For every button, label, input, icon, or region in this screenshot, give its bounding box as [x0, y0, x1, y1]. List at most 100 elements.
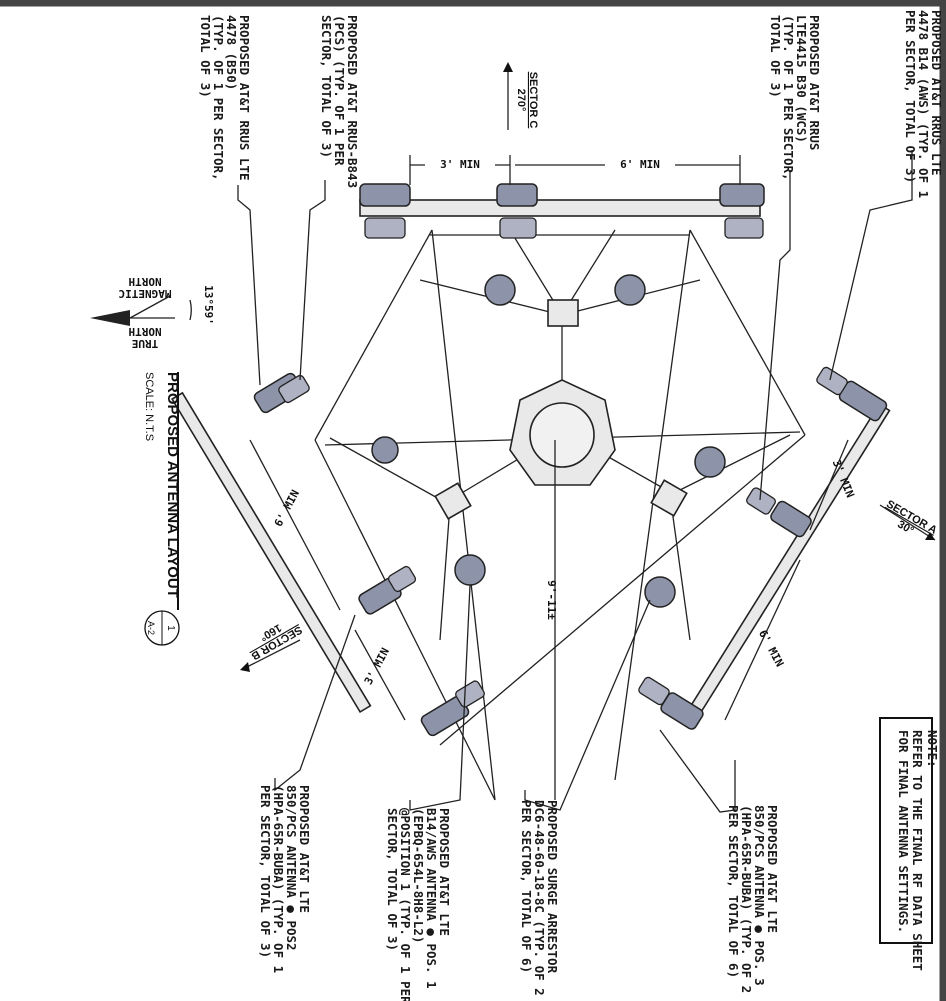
callout-line: DC6-48-60-18-8C (TYP. OF 2: [532, 800, 547, 996]
sector-b-arrow: [244, 639, 301, 669]
callout-line: (HPA-65R-BUBA) (TYP. OF 2: [739, 805, 754, 993]
callout-line: @POSITION 1 (TYP. OF 1 PER: [398, 808, 413, 1001]
callout-line: PER SECTOR, TOTAL OF 3): [903, 10, 918, 183]
antenna-a-2: [770, 500, 812, 538]
callout-line: PROPOSED AT&T LTE: [297, 785, 312, 913]
leader-surge: [524, 599, 651, 811]
rrus-b-2: [387, 565, 417, 593]
brace: [689, 229, 806, 436]
magnetic-north-line1: MAGNETIC: [119, 287, 172, 300]
rrus-c-2: [499, 217, 537, 239]
callout-line: B14/AWS ANTENNA ● POS. 1: [424, 808, 439, 989]
rrus-a-3: [638, 676, 670, 706]
callout-line: PER SECTOR, TOTAL OF 6): [519, 800, 534, 973]
leaders: [237, 150, 913, 813]
drawing-scale: SCALE: N.T.S: [143, 372, 155, 441]
callout-line: PER SECTOR, TOTAL OF 6): [726, 805, 741, 978]
magnetic-north-line: [129, 295, 171, 319]
true-north-line1: TRUE: [132, 337, 159, 350]
dimensions: 3' MIN 6' MIN 3' MIN 6' MIN 6' MIN 3' MI…: [249, 155, 857, 800]
callout-line: (TYP. OF 1 PER SECTOR,: [211, 15, 226, 181]
brace: [314, 229, 433, 441]
magnetic-north-line2: NORTH: [128, 275, 161, 288]
callout-antenna-pos1: PROPOSED AT&T LTE B14/AWS ANTENNA ● POS.…: [385, 808, 452, 1001]
sector-a-arrowhead: [925, 532, 935, 540]
callout-line: (EPBQ-654L-8H8-L2): [411, 808, 426, 943]
callout-line: SECTOR, TOTAL OF 3): [319, 15, 334, 158]
dim-c-3min: 3' MIN: [440, 158, 480, 171]
sector-c-name: SECTOR C: [527, 72, 539, 129]
note-line-1: REFER TO THE FINAL RF DATA SHEET: [910, 730, 925, 971]
callout-line: PROPOSED AT&T RRUS LTE: [237, 15, 252, 181]
callout-antenna-pos2: PROPOSED AT&T LTE 850/PCS ANTENNA ● POS2…: [258, 785, 312, 973]
brace: [614, 229, 691, 781]
antenna-c-3: [719, 183, 765, 207]
callout-line: 4478 (B50): [224, 15, 239, 90]
arm-b-down: [439, 504, 451, 641]
dim-a-6min: 6' MIN: [756, 628, 786, 669]
dim-label-bg: [605, 157, 675, 171]
antenna-c-1: [359, 183, 411, 207]
leader-rrus-lte4415: [759, 170, 791, 501]
arm-b-left: [329, 437, 451, 506]
callout-antenna-pos3: PROPOSED AT&T LTE 850/PCS ANTENNA ● POS.…: [726, 805, 780, 993]
callout-line: (TYP. OF 1 PER SECTOR,: [781, 15, 796, 181]
callout-line: PROPOSED AT&T RRUS-B843: [345, 15, 360, 188]
surge-arrestor: [371, 436, 399, 464]
surge-arrestor: [454, 554, 486, 586]
sector-a-arrow: [879, 504, 936, 541]
antennas: [253, 183, 888, 737]
callout-line: TOTAL OF 3): [768, 15, 783, 98]
callout-line: TOTAL OF 3): [198, 15, 213, 98]
surge-arrestor: [644, 576, 676, 608]
surge-arrestor: [484, 274, 516, 306]
callout-line: PROPOSED SURGE ARRESTOR: [545, 800, 560, 974]
callout-line: 850/PCS ANTENNA ● POS2: [284, 785, 299, 951]
note-heading: NOTE:: [925, 730, 940, 768]
note-box: NOTE: REFER TO THE FINAL RF DATA SHEET F…: [879, 717, 940, 971]
callout-rrus-4478-b14: PROPOSED AT&T RRUS LTE 4478 B14 (AWS) (T…: [903, 10, 944, 198]
mount-plate-c: [547, 299, 579, 327]
callout-line: (PCS) (TYP. OF 1 PER: [332, 15, 347, 166]
brace: [431, 229, 496, 801]
dim-line: [724, 559, 801, 721]
arm-a: [604, 454, 671, 493]
detail-number: 1: [165, 625, 176, 631]
callout-line: 4478 B14 (AWS) (TYP. OF 1: [916, 10, 931, 198]
drawing-title: PROPOSED ANTENNA LAYOUT: [164, 372, 181, 598]
mount-plate-b: [434, 482, 472, 520]
sector-c-arrowhead: [503, 62, 513, 72]
arm-a-down: [669, 494, 691, 641]
leader-antenna-pos2: [274, 614, 356, 792]
declination-angle: 13°59': [202, 285, 215, 325]
north-arrow: 13°59' MAGNETIC NORTH TRUE NORTH: [90, 275, 215, 350]
dim-diameter: 9'-11±: [545, 580, 558, 620]
antenna-c-2: [496, 183, 538, 207]
surge-arrestor: [614, 274, 646, 306]
callout-surge: PROPOSED SURGE ARRESTOR DC6-48-60-18-8C …: [519, 800, 560, 996]
brace: [439, 434, 806, 746]
mount-plate-a: [650, 479, 688, 517]
arm-a-right: [669, 434, 791, 496]
sector-c-label: SECTOR C 270°: [515, 72, 539, 129]
true-north-arrowhead: [90, 310, 130, 326]
sector-b-label: SECTOR B 160°: [249, 621, 304, 662]
callout-line: PER SECTOR, TOTAL OF 3): [258, 785, 273, 958]
dim-b-3min: 3' MIN: [362, 646, 392, 687]
dim-line: [354, 629, 406, 721]
callout-line: PROPOSED AT&T RRUS: [807, 15, 822, 150]
callout-line: PROPOSED AT&T LTE: [437, 808, 452, 936]
leader-rrus-b843: [299, 180, 326, 381]
leader-antenna-pos3: [659, 729, 736, 813]
title-block: PROPOSED ANTENNA LAYOUT SCALE: N.T.S 1 A…: [143, 372, 181, 646]
leader-rrus-4478-b5: [237, 185, 261, 386]
dim-label-bg: [425, 157, 495, 171]
frame-b: [171, 391, 372, 714]
true-north-line2: NORTH: [128, 325, 161, 338]
callout-line: (HPA-65R-BUBA) (TYP. OF 1: [271, 785, 286, 973]
callout-line: SECTOR, TOTAL OF 3): [385, 808, 400, 951]
callout-line: 850/PCS ANTENNA ● POS. 3: [752, 805, 767, 986]
dim-line: [809, 439, 849, 531]
